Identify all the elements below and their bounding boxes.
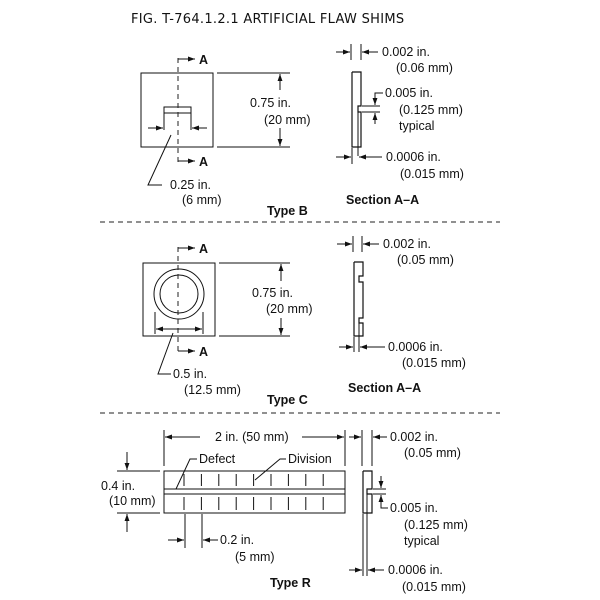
type-r-sec-depth-in: 0.0006 in. [388,563,443,577]
type-b-shim-outline [140,72,214,148]
type-c-dia-leader [157,332,174,375]
type-r-division-label: Division [288,452,332,466]
type-b-height-in: 0.75 in. [250,96,291,110]
type-c-sec-thickness-in: 0.002 in. [383,237,431,251]
type-b-sec-thickness-mm: (0.06 mm) [396,61,453,75]
type-b-section-group: 0.002 in. (0.06 mm) 0.005 in. (0.125 mm)… [336,44,464,207]
type-r-defect-label: Defect [199,452,236,466]
type-c-section-group: 0.002 in. (0.05 mm) 0.0006 in. (0.015 mm… [337,236,466,395]
type-c-section-marker-top: A [199,242,208,256]
type-b-section-marker-top: A [199,53,208,67]
type-c-label: Type C [267,393,308,407]
type-r-sec-notch-in: 0.005 in. [390,501,438,515]
type-r-division-leader [254,458,286,481]
type-r-group: 2 in. (50 mm) Defect Division 0.4 in. (1… [101,430,346,590]
type-b-section-marker-bottom: A [199,155,208,169]
type-c-dia-in: 0.5 in. [173,367,207,381]
type-r-sec-thickness-mm: (0.05 mm) [404,446,461,460]
type-r-div-mm: (5 mm) [235,550,275,564]
type-r-divisions [183,474,324,510]
type-b-sec-profile [351,71,362,148]
type-b-sec-notch-in: 0.005 in. [385,86,433,100]
type-b-width-in: 0.25 in. [170,178,211,192]
type-b-sec-thickness-in: 0.002 in. [382,45,430,59]
type-r-section-group: 0.002 in. (0.05 mm) 0.005 in. (0.125 mm)… [349,430,468,594]
type-r-sec-depth-mm: (0.015 mm) [402,580,466,594]
type-c-group: A A 0.5 in. (12.5 mm) 0.75 in. (20 mm) T… [142,242,313,407]
type-b-label: Type B [267,204,308,218]
type-c-section-marker-bottom: A [199,345,208,359]
type-b-sec-notch-leader [374,92,383,95]
figure-title: FIG. T-764.1.2.1 ARTIFICIAL FLAW SHIMS [131,12,404,27]
type-b-section-label: Section A–A [346,193,419,207]
type-c-sec-thickness-mm: (0.05 mm) [397,253,454,267]
type-r-height-in: 0.4 in. [101,479,135,493]
type-r-length: 2 in. (50 mm) [215,430,289,444]
type-b-sec-notch-mm: (0.125 mm) [399,103,463,117]
type-c-outer-circle [153,268,205,320]
type-b-width-mm: (6 mm) [182,193,222,207]
type-r-height-mm: (10 mm) [109,494,156,508]
type-b-group: A A 0.25 in. (6 mm) 0.75 in. (20 mm) Typ… [140,53,311,218]
type-r-sec-notch-mm: (0.125 mm) [404,518,468,532]
type-r-defect-leader [175,458,197,490]
type-b-sec-depth-mm: (0.015 mm) [400,167,464,181]
type-r-sec-thickness-in: 0.002 in. [390,430,438,444]
type-c-sec-depth-in: 0.0006 in. [388,340,443,354]
type-c-inner-circle [159,274,199,314]
type-r-label: Type R [270,576,311,590]
type-r-div-in: 0.2 in. [220,533,254,547]
type-r-sec-notch-note: typical [404,534,439,548]
type-b-sec-depth-in: 0.0006 in. [386,150,441,164]
type-c-dia-mm: (12.5 mm) [184,383,241,397]
type-c-section-label: Section A–A [348,381,421,395]
type-c-shim-outline [142,262,216,337]
type-r-strip-outline [163,470,346,514]
type-r-sec-notch-leader [380,506,388,509]
type-b-height-mm: (20 mm) [264,113,311,127]
type-c-sec-depth-mm: (0.015 mm) [402,356,466,370]
type-c-height-in: 0.75 in. [252,286,293,300]
type-b-width-leader [147,134,172,186]
type-c-sec-profile [353,261,364,337]
type-b-sec-notch-note: typical [399,119,434,133]
type-c-height-mm: (20 mm) [266,302,313,316]
